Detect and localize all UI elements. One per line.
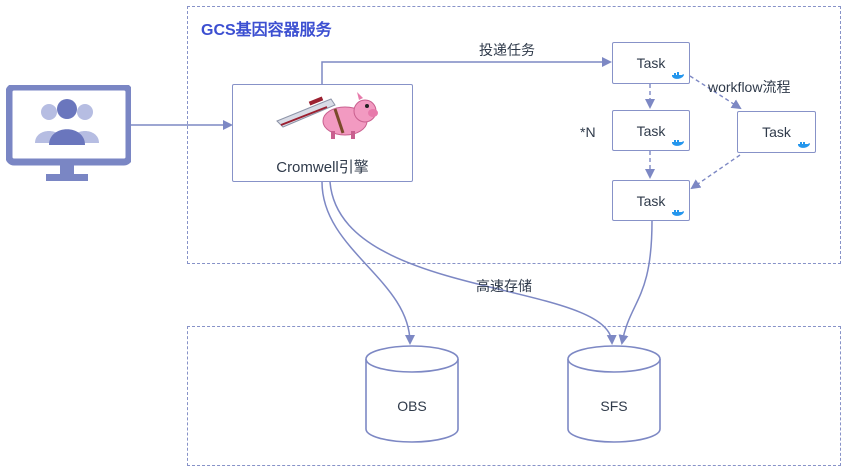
task1-to-task4-arrow bbox=[689, 75, 742, 110]
task4-to-task3-arrow bbox=[690, 154, 741, 190]
docker-whale-icon bbox=[798, 142, 810, 148]
task-to-sfs-arrow bbox=[618, 220, 653, 345]
engine-to-obs-arrow bbox=[321, 181, 415, 345]
task-node: Task bbox=[612, 110, 690, 151]
cromwell-pig-logo bbox=[276, 92, 378, 139]
parallel-multiplier-label: *N bbox=[580, 124, 596, 140]
storage-frame bbox=[187, 326, 841, 466]
sfs-storage-cylinder bbox=[567, 345, 661, 443]
engine-label: Cromwell引擎 bbox=[276, 159, 369, 176]
docker-whale-icon bbox=[672, 72, 684, 79]
obs-storage-cylinder bbox=[365, 345, 459, 443]
submit-task-label: 投递任务 bbox=[479, 42, 535, 58]
submit-task-arrow bbox=[321, 57, 612, 85]
task-node: Task bbox=[612, 42, 690, 84]
gcs-service-frame bbox=[187, 6, 841, 264]
cromwell-engine-box: Cromwell引擎 bbox=[232, 84, 413, 182]
user-group-monitor-icon bbox=[6, 85, 131, 181]
docker-whale-icon bbox=[672, 210, 684, 216]
workflow-label: workflow流程 bbox=[708, 79, 791, 95]
engine-to-sfs-arrow bbox=[329, 181, 617, 345]
obs-label: OBS bbox=[397, 398, 427, 414]
sfs-label: SFS bbox=[600, 398, 628, 414]
task-node: Task bbox=[737, 111, 816, 153]
task-node: Task bbox=[612, 180, 690, 221]
service-title: GCS基因容器服务 bbox=[201, 22, 332, 39]
docker-whale-icon bbox=[672, 140, 684, 146]
high-speed-storage-label: 高速存储 bbox=[476, 278, 532, 294]
